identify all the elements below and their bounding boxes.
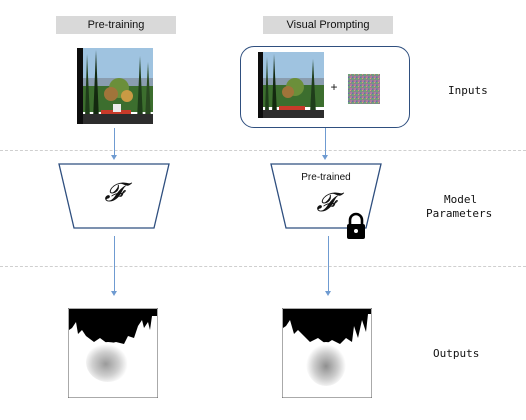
vp-output-depth-map (282, 308, 372, 398)
arrowhead-pretraining-input (111, 155, 117, 160)
pretrained-label: Pre-trained (301, 172, 351, 183)
vp-input-image (258, 52, 324, 118)
arrowhead-vp-output (325, 291, 331, 296)
pretrained-model-trapezoid (270, 163, 382, 229)
inputs-row-label: Inputs (448, 84, 488, 97)
pretraining-input-image (77, 48, 153, 124)
pretraining-header: Pre-training (56, 16, 176, 34)
arrowhead-pretraining-output (111, 291, 117, 296)
pretraining-output-depth-map (68, 308, 158, 398)
arrow-pretrained-model-to-output (328, 236, 329, 292)
row-divider-top (0, 150, 526, 151)
outputs-row-label: Outputs (433, 347, 480, 360)
plus-sign: + (330, 80, 338, 94)
arrow-vp-input-to-model (325, 128, 326, 156)
pretraining-model-trapezoid (58, 163, 170, 229)
visual-prompt-noise-image (348, 74, 380, 104)
arrow-pretraining-input-to-model (114, 128, 115, 156)
arrow-pretraining-model-to-output (114, 236, 115, 292)
row-divider-bottom (0, 266, 526, 267)
pretraining-function-symbol: 𝓕 (104, 178, 124, 208)
visual-prompting-input-box (240, 46, 410, 128)
lock-icon (347, 212, 365, 239)
visual-prompting-header: Visual Prompting (263, 16, 393, 34)
arrowhead-vp-input (322, 155, 328, 160)
model-params-row-label-line2: Parameters (426, 207, 493, 220)
pretrained-function-symbol: 𝓕 (316, 188, 336, 218)
model-params-row-label-line1: Model (444, 193, 478, 206)
